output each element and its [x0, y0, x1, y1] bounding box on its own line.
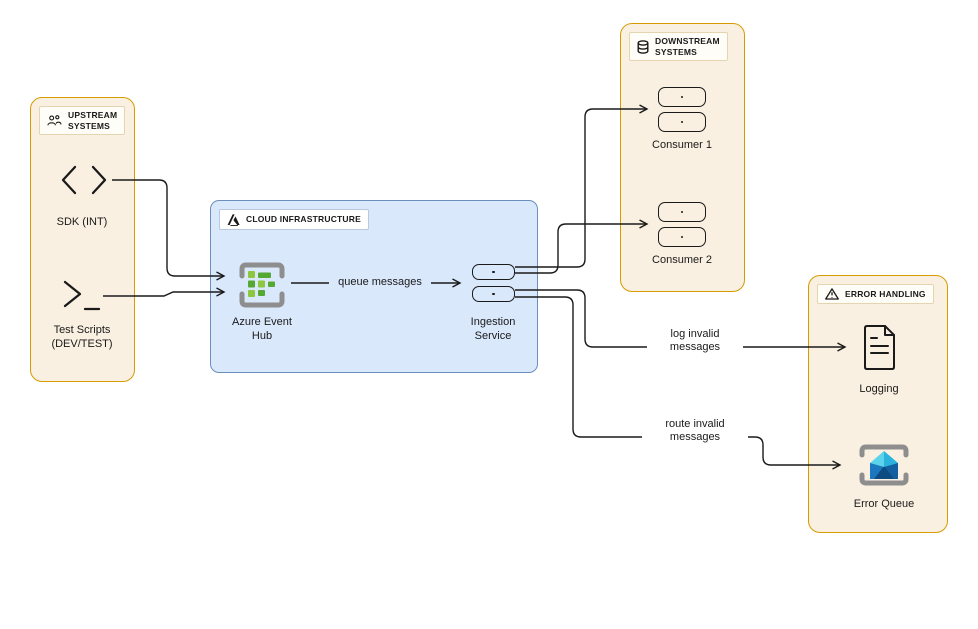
event-hub-icon [234, 257, 290, 313]
consumer1-instance-1 [658, 87, 706, 107]
azure-logo-icon [227, 213, 240, 226]
consumer1-node-label: Consumer 1 [652, 139, 712, 151]
dot [680, 120, 684, 124]
error-queue-icon [855, 441, 913, 489]
dot [680, 95, 684, 99]
dot [492, 270, 495, 274]
logging-node-label: Logging [859, 383, 899, 395]
edge-label-log-invalid-messages: log invalid messages [647, 328, 743, 353]
sdk-node-label: SDK (INT) [56, 216, 108, 228]
cloud-infrastructure-badge: CLOUD INFRASTRUCTURE [219, 209, 369, 230]
error-handling-badge-label: ERROR HANDLING [845, 288, 926, 299]
ingestion-instance-2 [472, 286, 515, 302]
dot [680, 210, 684, 214]
consumer2-instance-2 [658, 227, 706, 247]
ingestion-service-node-label: Ingestion Service [470, 316, 516, 342]
consumer1-instance-2 [658, 112, 706, 132]
warning-triangle-icon [825, 288, 839, 300]
log-document-icon [860, 324, 898, 372]
dot [680, 235, 684, 239]
database-icon [637, 39, 649, 54]
edge-label-queue-messages: queue messages [329, 276, 431, 289]
edge-label-route-invalid-messages: route invalid messages [642, 418, 748, 443]
error-queue-node-label: Error Queue [853, 498, 915, 510]
dot [492, 292, 495, 296]
event-hub-node-label: Azure Event Hub [232, 316, 292, 342]
terminal-icon [62, 277, 104, 313]
upstream-systems-badge-label: UPSTREAM SYSTEMS [68, 110, 118, 131]
cloud-infrastructure-badge-label: CLOUD INFRASTRUCTURE [246, 214, 361, 225]
downstream-systems-badge: DOWNSTREAM SYSTEMS [629, 32, 728, 61]
downstream-systems-badge-label: DOWNSTREAM SYSTEMS [655, 36, 720, 57]
group-error-handling: ERROR HANDLING [808, 275, 948, 533]
consumer2-instance-1 [658, 202, 706, 222]
upstream-systems-badge: UPSTREAM SYSTEMS [39, 106, 126, 135]
group-downstream-systems: DOWNSTREAM SYSTEMS [620, 23, 745, 292]
code-brackets-icon [60, 163, 108, 197]
error-handling-badge: ERROR HANDLING [817, 284, 934, 304]
users-icon [47, 114, 62, 127]
consumer2-node-label: Consumer 2 [652, 254, 712, 266]
test-scripts-node-label: Test Scripts (DEV/TEST) [51, 324, 113, 350]
ingestion-instance-1 [472, 264, 515, 280]
